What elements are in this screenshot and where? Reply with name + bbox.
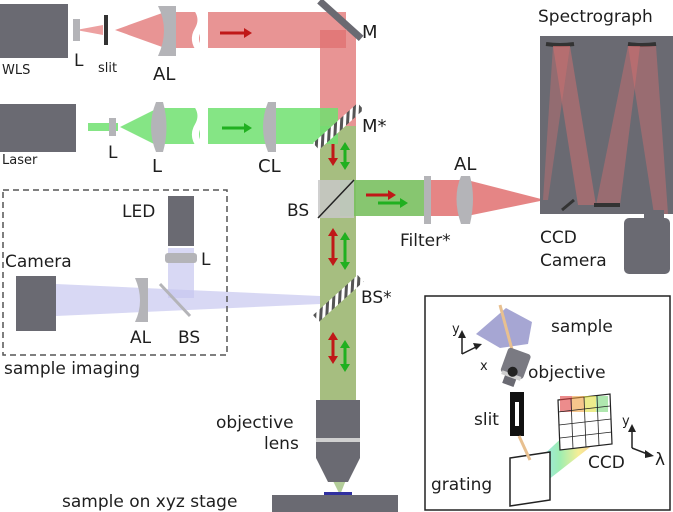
inset-label-sample: sample bbox=[551, 317, 613, 337]
label-bs-imaging: BS bbox=[178, 328, 200, 348]
al-top-lens bbox=[158, 6, 176, 56]
inset-sample-shape bbox=[476, 308, 532, 348]
ccd-camera-body bbox=[624, 218, 670, 274]
beam-break-mid bbox=[191, 104, 205, 149]
filter-component bbox=[424, 176, 431, 224]
laser-beam-small bbox=[88, 123, 118, 131]
label-wls: WLS bbox=[2, 63, 30, 78]
led-lens bbox=[165, 253, 197, 263]
inset-label-x: x bbox=[480, 359, 488, 374]
inset-grating-beam bbox=[517, 435, 532, 461]
sample-stage bbox=[272, 495, 398, 512]
al-imaging-lens bbox=[135, 278, 148, 322]
label-sample-imaging: sample imaging bbox=[4, 359, 140, 379]
spectrograph-slit-mirror bbox=[561, 198, 575, 212]
inset-label-ccd: CCD bbox=[588, 453, 625, 473]
camera-body bbox=[16, 276, 56, 331]
bs-diagonal bbox=[317, 179, 355, 219]
beam-splitter-bs-star bbox=[313, 274, 364, 322]
label-al-right: AL bbox=[454, 154, 476, 175]
bs-imaging-plate bbox=[158, 282, 192, 318]
label-m: M bbox=[362, 22, 378, 43]
spectrograph-beam-2 bbox=[543, 46, 570, 200]
wls-beam bbox=[76, 25, 103, 35]
mirror-m-star bbox=[313, 102, 364, 150]
inset-label-slit: slit bbox=[474, 410, 499, 430]
al-right-lens bbox=[456, 176, 473, 224]
beam-to-filter bbox=[340, 180, 427, 216]
objective-ring bbox=[316, 438, 360, 442]
beam-break-top bbox=[191, 8, 205, 53]
label-l-laser-small: L bbox=[108, 143, 118, 163]
led-source bbox=[168, 196, 194, 246]
ccd-camera-neck bbox=[644, 210, 664, 222]
wls-lens bbox=[73, 19, 80, 41]
laser-source bbox=[0, 104, 76, 152]
cl-lens bbox=[263, 102, 276, 152]
objective-lower bbox=[316, 442, 360, 458]
label-sample-stage: sample on xyz stage bbox=[62, 492, 237, 512]
laser-lens bbox=[151, 102, 167, 152]
inset-label-objective: objective bbox=[528, 363, 606, 383]
inset-ccd-grid bbox=[557, 393, 613, 451]
inset-panel: y x sample objective slit grating bbox=[424, 295, 671, 511]
inset-axes-1 bbox=[458, 330, 482, 355]
label-laser: Laser bbox=[2, 153, 38, 168]
spectrograph-beam-4 bbox=[628, 46, 668, 214]
label-spectrograph: Spectrograph bbox=[538, 7, 653, 27]
green-beam-vertical bbox=[320, 126, 356, 400]
inset-label-grating: grating bbox=[431, 475, 492, 495]
inset-label-y2: y bbox=[622, 414, 630, 429]
beam-focus bbox=[467, 180, 545, 216]
label-ccd-camera-1: CCD bbox=[540, 228, 577, 248]
label-filter: Filter* bbox=[400, 231, 451, 251]
label-camera: Camera bbox=[5, 252, 72, 272]
label-led: LED bbox=[122, 202, 155, 222]
slit-component bbox=[104, 15, 108, 45]
label-bs-star: BS* bbox=[361, 288, 392, 308]
label-ccd-camera-2: Camera bbox=[540, 251, 607, 271]
imaging-beam bbox=[56, 284, 320, 316]
spectrograph-mirror-2 bbox=[627, 42, 657, 47]
label-slit: slit bbox=[98, 61, 117, 76]
wls-source bbox=[0, 4, 68, 58]
label-al-imaging: AL bbox=[130, 328, 152, 348]
label-al-top: AL bbox=[153, 64, 175, 85]
label-l-laser: L bbox=[152, 156, 162, 177]
label-m-star: M* bbox=[362, 116, 387, 137]
beam-arrows bbox=[220, 28, 408, 372]
wls-beam-expand bbox=[115, 12, 165, 48]
inset-slit-opening bbox=[515, 402, 519, 426]
objective-upper bbox=[316, 400, 360, 438]
sample-imaging-box bbox=[2, 189, 228, 356]
spectrograph-beam-3 bbox=[596, 46, 640, 205]
label-l-led: L bbox=[201, 250, 211, 270]
mirror-m bbox=[317, 0, 364, 41]
label-bs: BS bbox=[287, 201, 309, 221]
spectrograph-mirror-1 bbox=[545, 42, 575, 47]
laser-lens-small bbox=[109, 118, 116, 136]
sample-piece bbox=[324, 492, 352, 495]
inset-axes-2 bbox=[628, 424, 654, 458]
inset-grating bbox=[509, 451, 551, 507]
laser-beam-expand bbox=[120, 108, 158, 146]
label-cl: CL bbox=[258, 156, 281, 177]
label-objective-2: lens bbox=[264, 434, 299, 454]
label-l-wls: L bbox=[74, 51, 84, 71]
label-objective-1: objective bbox=[216, 413, 294, 433]
inset-objective bbox=[500, 347, 531, 387]
spectrograph-box bbox=[540, 36, 673, 214]
objective-tip bbox=[316, 458, 360, 482]
spectrograph-beam-1 bbox=[553, 46, 596, 205]
inset-label-lambda: λ bbox=[655, 450, 665, 470]
inset-label-y: y bbox=[452, 322, 460, 337]
